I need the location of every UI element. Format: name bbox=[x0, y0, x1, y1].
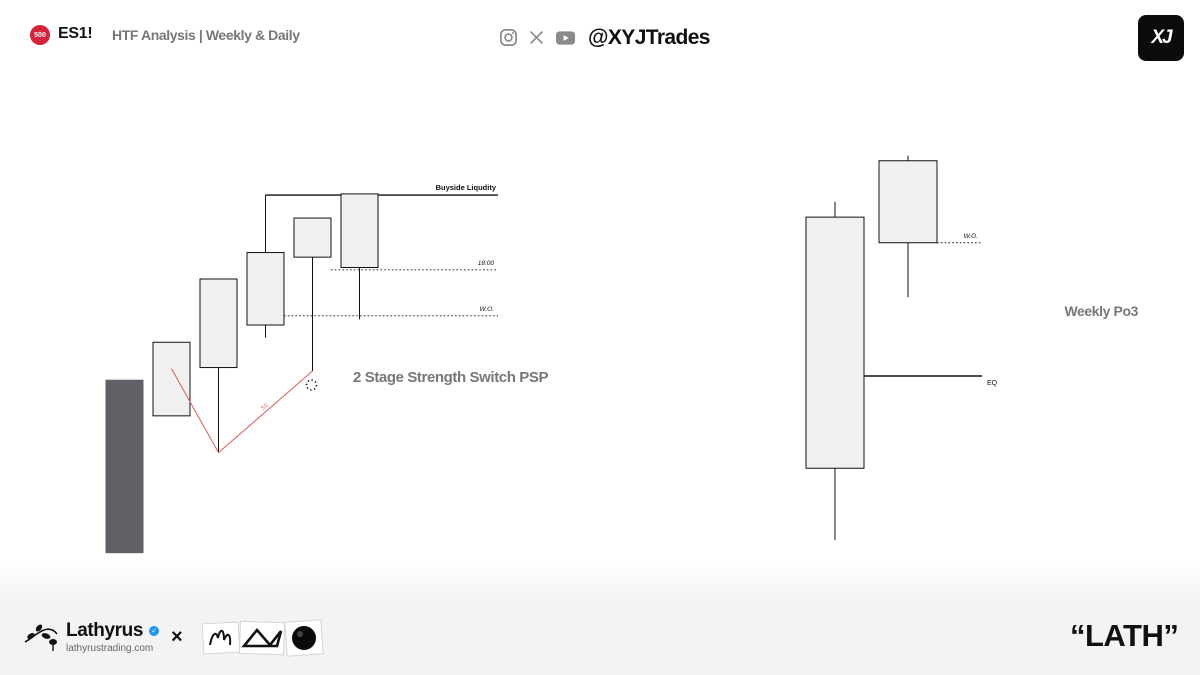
candle-body bbox=[293, 217, 332, 258]
verified-icon: ✓ bbox=[149, 626, 159, 636]
brand-logo: XJ bbox=[1138, 15, 1184, 61]
social-handle[interactable]: @XYJTrades bbox=[588, 26, 710, 49]
spinner-icon bbox=[305, 379, 318, 391]
brand-website[interactable]: lathyrustrading.com bbox=[66, 643, 154, 654]
candle-body bbox=[878, 160, 938, 244]
times-symbol: × bbox=[171, 626, 183, 648]
collab-logos-icon bbox=[202, 619, 324, 657]
candle-body bbox=[340, 193, 379, 268]
swing-low-line bbox=[171, 368, 313, 454]
level-label: W.O. bbox=[479, 306, 494, 313]
candle-body bbox=[805, 216, 865, 469]
footer-fade bbox=[0, 560, 1200, 600]
ticker-symbol: ES1! bbox=[58, 25, 93, 42]
x-icon[interactable] bbox=[528, 29, 545, 46]
level-label: W.O. bbox=[963, 233, 978, 240]
instagram-icon[interactable] bbox=[499, 28, 518, 47]
level-label: EQ bbox=[987, 380, 998, 387]
candle-body bbox=[246, 252, 285, 326]
level-label: Buyside Liqudity bbox=[436, 183, 497, 192]
page-subtitle: HTF Analysis | Weekly & Daily bbox=[112, 27, 300, 43]
brand-name: Lathyrus bbox=[66, 620, 144, 641]
youtube-icon[interactable] bbox=[555, 30, 576, 46]
quote-text: “LATH” bbox=[1070, 618, 1179, 653]
candle-body bbox=[152, 341, 191, 417]
sp500-badge: 500 bbox=[30, 25, 50, 45]
swing-label: SS bbox=[260, 402, 270, 412]
candle-body bbox=[105, 379, 144, 554]
social-icons bbox=[499, 28, 576, 47]
level-label: 18:00 bbox=[478, 260, 495, 267]
lathyrus-flower-icon bbox=[24, 624, 58, 651]
chart-title: 2 Stage Strength Switch PSP bbox=[353, 369, 548, 386]
footer: Lathyrus ✓ lathyrustrading.com × “LATH” bbox=[0, 600, 1200, 675]
header: 500 ES1! HTF Analysis | Weekly & Daily @… bbox=[0, 0, 1200, 80]
candle-body bbox=[199, 278, 238, 369]
chart-title: Weekly Po3 bbox=[1064, 303, 1138, 319]
